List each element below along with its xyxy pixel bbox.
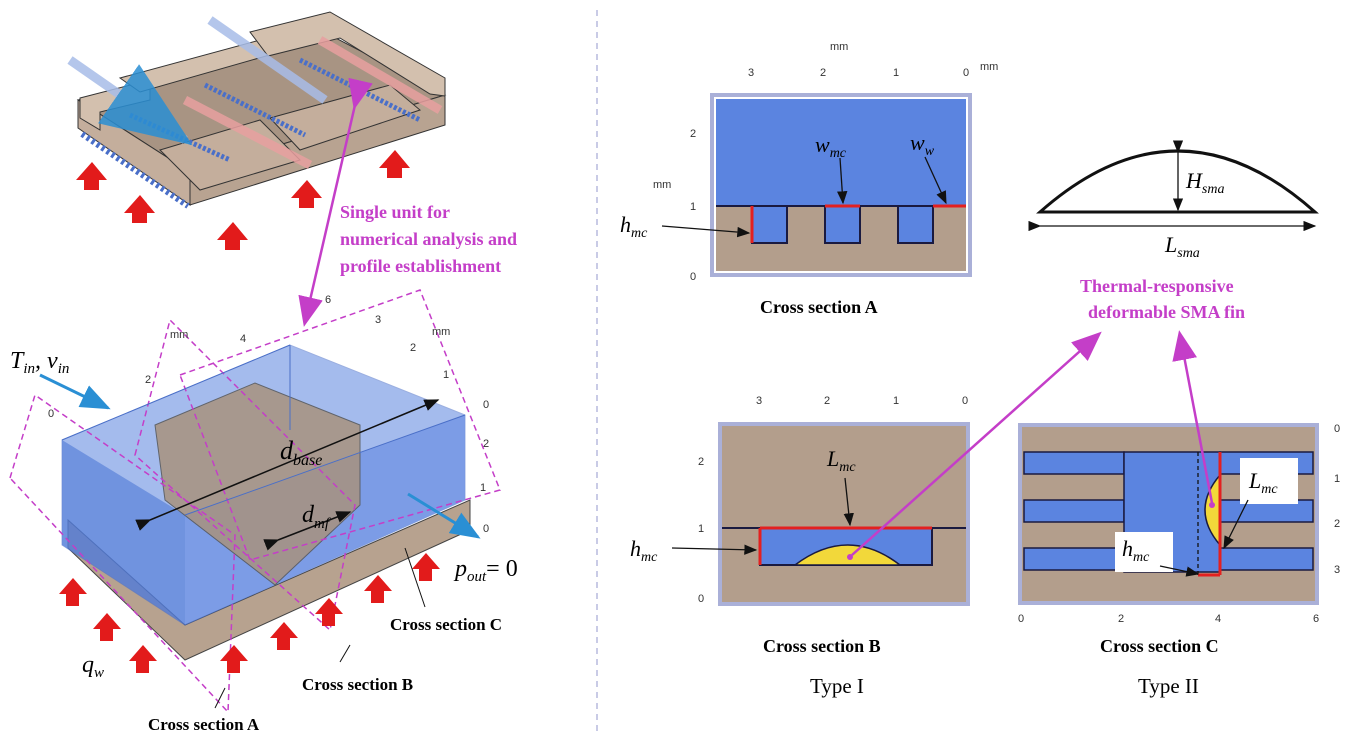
axis-tick: 4 [240, 333, 246, 345]
inlet-conditions-label: Tin, vin [10, 348, 69, 377]
cs-c-lmc-label: Lmc [1248, 468, 1278, 497]
d-mf-label: dmf [302, 502, 331, 532]
cs-a-wmc-leader [837, 157, 848, 205]
unit-label-line3: profile establishment [340, 256, 501, 276]
cs-a-unit: mm [980, 61, 998, 73]
cs-a-tick: 0 [963, 67, 969, 79]
cs-c-tick: 3 [1334, 564, 1340, 576]
d-base-arrow [135, 399, 440, 531]
cs-b-lmc-leader [843, 477, 854, 527]
outlet-pressure-label: pout= 0 [453, 556, 518, 585]
unit-label-line2: numerical analysis and [340, 229, 517, 249]
cs-a-wmc-label: wmc [815, 132, 847, 161]
cs-b-title: Cross section B [763, 636, 881, 656]
cs-a-title: Cross section A [760, 297, 878, 317]
cs-c-hmc-leader [1159, 565, 1200, 577]
cs-c-tick: 4 [1215, 613, 1221, 625]
cs-c-tick: 2 [1118, 613, 1124, 625]
axis-tick: 6 [325, 294, 331, 306]
cross-section-b-label: Cross section B [302, 675, 413, 694]
axis-tick: 0 [483, 399, 489, 411]
cross-section-c-label: Cross section C [390, 615, 502, 634]
sma-link-arrow-c [1172, 330, 1214, 504]
cs-b-hmc-leader [671, 544, 758, 555]
cs-c-type: Type II [1138, 674, 1199, 698]
d-base-label: dbase [280, 436, 322, 469]
cs-c-tick: 1 [1334, 473, 1340, 485]
cross-section-b-diagram [718, 422, 970, 606]
cs-a-tick: 3 [748, 67, 754, 79]
cs-a-ww-leader [924, 156, 947, 205]
axis-unit: mm [432, 326, 450, 338]
axis-tick: 1 [480, 482, 486, 494]
cs-a-tick: 2 [820, 67, 826, 79]
cs-a-hmc-leader [661, 225, 751, 238]
axis-tick: 2 [410, 342, 416, 354]
sma-fin-profile [1028, 140, 1319, 232]
cs-b-tick: 1 [698, 523, 704, 535]
cs-b-tick: 0 [698, 593, 704, 605]
cs-c-title: Cross section C [1100, 636, 1219, 656]
cs-a-tick: 1 [893, 67, 899, 79]
unit-link-arrow [298, 77, 373, 327]
axis-tick: 0 [483, 523, 489, 535]
sma-length-label: Lsma [1164, 232, 1200, 261]
axis-tick: 3 [375, 314, 381, 326]
unit-3d-model [9, 289, 502, 714]
cs-b-tick: 0 [962, 395, 968, 407]
sma-label-line1: Thermal-responsive [1080, 276, 1234, 296]
outlet-arrow [407, 492, 481, 539]
cs-c-hmc-label: hmc [1122, 536, 1150, 565]
cross-section-a-diagram [710, 93, 972, 277]
sma-height-label: Hsma [1185, 168, 1224, 197]
cs-a-unit: mm [653, 179, 671, 191]
sma-link-arrow-b [851, 331, 1102, 556]
cs-c-tick: 0 [1334, 423, 1340, 435]
cs-c-lmc-leader [1223, 499, 1249, 550]
cs-a-unit: mm [830, 41, 848, 53]
cs-b-type: Type I [810, 674, 864, 698]
inlet-arrow [39, 373, 111, 410]
axis-tick: 2 [483, 438, 489, 450]
heat-flux-label: qw [82, 652, 104, 681]
cs-b-leader [339, 644, 351, 663]
cs-c-tick: 6 [1313, 613, 1319, 625]
axis-tick: 0 [48, 408, 54, 420]
unit-label-line1: Single unit for [340, 202, 450, 222]
cs-a-tick: 1 [690, 201, 696, 213]
cs-a-hmc-label: hmc [620, 212, 648, 241]
cross-section-c-diagram [1018, 423, 1319, 605]
cs-c-leader [404, 547, 426, 608]
cs-b-tick: 1 [893, 395, 899, 407]
cs-b-tick: 2 [698, 456, 704, 468]
sma-label-line2: deformable SMA fin [1088, 302, 1245, 322]
cs-b-hmc-label: hmc [630, 536, 658, 565]
d-mf-arrow [263, 511, 352, 551]
cs-a-tick: 2 [690, 128, 696, 140]
cs-c-tick: 0 [1018, 613, 1024, 625]
cs-a-tick: 0 [690, 271, 696, 283]
axis-unit: mm [170, 329, 188, 341]
axis-tick: 2 [145, 374, 151, 386]
cs-b-lmc-label: Lmc [826, 446, 856, 475]
cs-b-tick: 3 [756, 395, 762, 407]
cs-a-leader [214, 687, 226, 709]
heat-flux-arrows-bottom [59, 553, 440, 673]
cross-section-a-label: Cross section A [148, 715, 260, 734]
cs-c-tick: 2 [1334, 518, 1340, 530]
cs-b-tick: 2 [824, 395, 830, 407]
axis-tick: 1 [443, 369, 449, 381]
cs-a-ww-label: ww [910, 130, 935, 159]
